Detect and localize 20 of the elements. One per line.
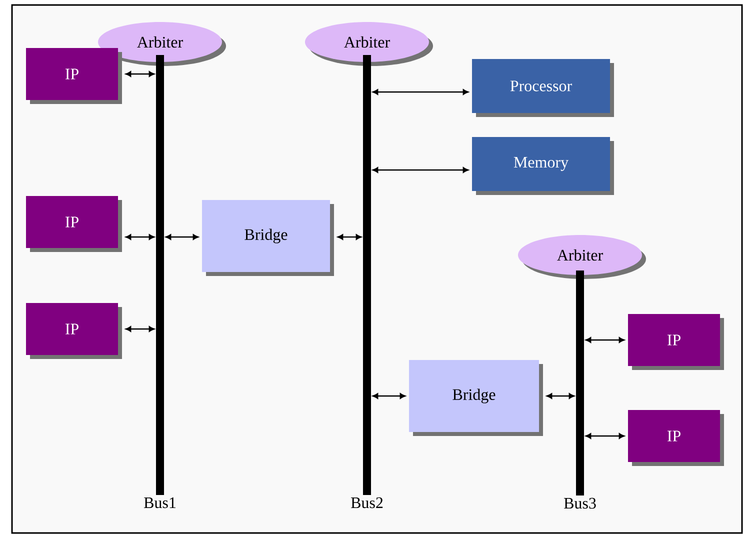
arrow [546,393,574,399]
arrow [126,71,154,77]
arrow [586,433,624,439]
ip-block: IP [26,196,122,252]
arrow [372,393,406,399]
arrow [126,234,154,240]
arrow [166,234,198,240]
ip-block: IP [26,48,122,104]
arrow [372,167,469,173]
ip-block: IP [26,303,122,359]
bridge-box: Bridge [409,360,543,436]
component-box: Processor [472,59,614,117]
ip-block: IP [628,314,724,370]
ip-block: IP [628,410,724,466]
arrow [372,89,469,95]
component-box: Memory [472,137,614,195]
arrow [586,337,624,343]
bridge-box: Bridge [202,200,334,276]
arrow [126,326,154,332]
arrow [338,234,362,240]
